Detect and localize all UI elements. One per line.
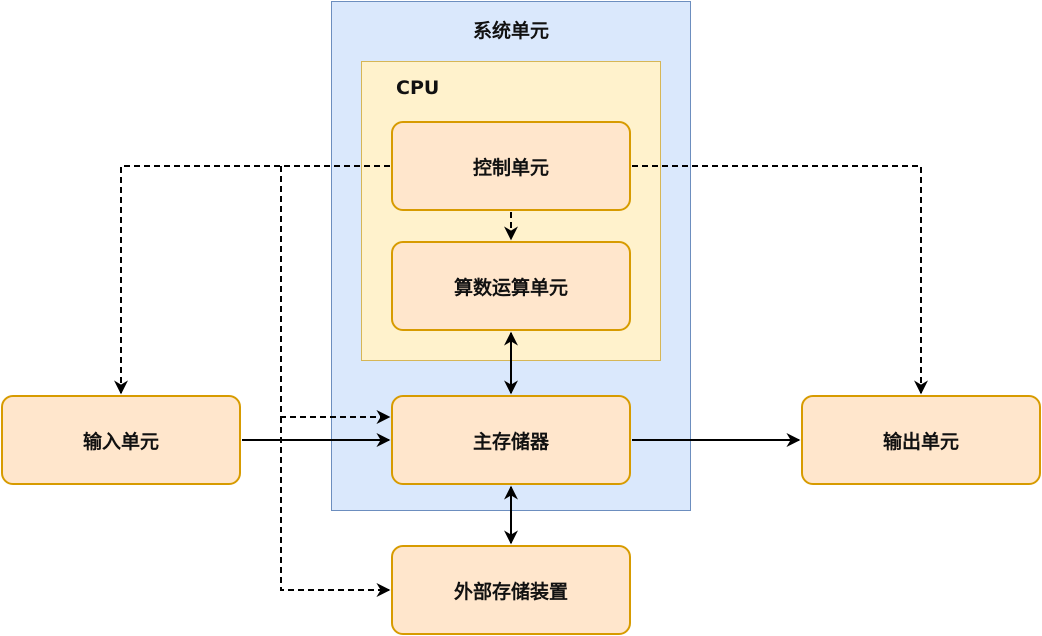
alu-label: 算数运算单元 [453,276,568,299]
alu-node[interactable]: 算数运算单元 [391,241,631,331]
main-memory-label: 主存储器 [472,430,549,453]
input-unit-label: 输入单元 [82,430,159,453]
external-storage-label: 外部存储装置 [453,580,568,603]
output-unit-node[interactable]: 输出单元 [801,395,1041,485]
edge-control-to-input [114,165,390,395]
edge-control-to-output [632,165,928,395]
control-unit-label: 控制单元 [472,156,549,179]
edge-control-to-memory [280,166,391,424]
cpu-label: CPU [396,77,440,99]
external-storage-node[interactable]: 外部存储装置 [391,545,631,635]
input-unit-node[interactable]: 输入单元 [1,395,241,485]
system-unit-label: 系统单元 [472,20,549,42]
output-unit-label: 输出单元 [882,430,959,453]
main-memory-node[interactable]: 主存储器 [391,395,631,485]
edge-control-to-storage [280,417,391,597]
control-unit-node[interactable]: 控制单元 [391,121,631,211]
